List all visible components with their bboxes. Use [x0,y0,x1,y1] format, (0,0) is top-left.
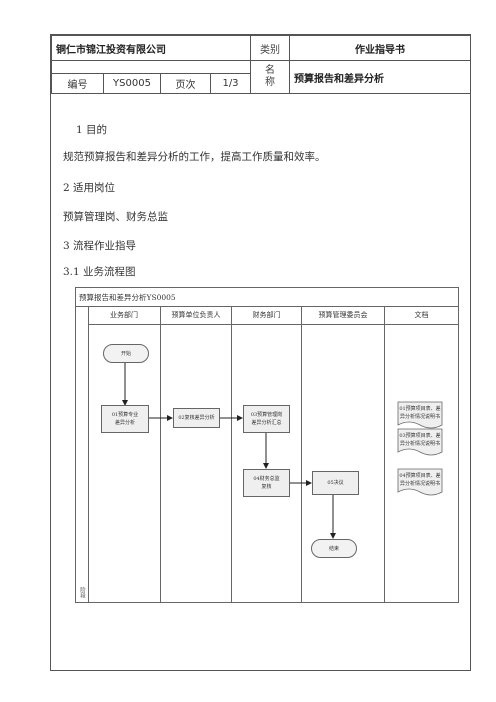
lane-header: 业务部门 [88,307,160,325]
name-label-text: 名 称 [265,65,275,88]
section-3-heading: 3 流程作业指导 [63,240,137,252]
company-name: 铜仁市锦江投资有限公司 [51,35,251,61]
document-page: 铜仁市锦江投资有限公司 类别 作业指导书 名 称 预算报告和差异分析 编号 YS… [50,34,471,671]
document-shape-1 [397,401,443,429]
code-label: 编号 [51,73,104,94]
lane-documents: 文档 [385,307,458,602]
lane-header: 预算单位负责人 [161,307,231,325]
category-label: 类别 [250,35,290,61]
process-05: 05决议 [312,471,359,495]
phase-label: 阶段 [79,587,85,598]
document-shape-2 [397,428,443,456]
document-header: 铜仁市锦江投资有限公司 类别 作业指导书 名 称 预算报告和差异分析 编号 YS… [51,35,471,94]
section-1-heading: 1 目的 [76,124,108,136]
section-2-text: 预算管理岗、财务总监 [63,211,168,223]
lane-budget-committee: 预算管理委员会 [302,307,385,602]
process-04: 04财务总监 复核 [243,469,290,497]
category-value: 作业指导书 [289,35,471,61]
page-value: 1/3 [210,73,251,94]
name-label: 名 称 [250,60,290,94]
process-02: 02复核差异分析 [173,408,220,428]
page-label: 页次 [160,73,211,94]
lane-header: 预算管理委员会 [302,307,384,325]
document-shape-3 [397,468,443,496]
flowchart-title: 预算报告和差异分析YS0005 [76,288,458,307]
flowchart: 预算报告和差异分析YS0005 阶段 业务部门 预算单位负责人 财务部门 预算管… [75,287,459,603]
lane-budget-unit-head: 预算单位负责人 [161,307,232,602]
document-name: 预算报告和差异分析 [289,60,471,94]
phase-column: 阶段 [76,307,89,602]
process-03: 03预算管理岗 差异分析汇总 [243,405,290,433]
start-node: 开始 [103,344,149,363]
code-value: YS0005 [103,73,161,94]
process-01: 01预算专业 差异分析 [101,405,149,433]
end-node: 结束 [311,539,357,558]
lane-business-dept: 业务部门 [88,307,161,602]
document-3-label: 04预算项目表、差 异分析情况说明书 [399,473,441,487]
lane-header: 财务部门 [232,307,301,325]
lane-finance-dept: 财务部门 [232,307,302,602]
section-1-text: 规范预算报告和差异分析的工作，提高工作质量和效率。 [63,151,326,163]
document-shapes [397,401,443,496]
section-3-1-heading: 3.1 业务流程图 [63,266,136,278]
document-2-label: 03预算项目表、差 异分析情况说明书 [399,433,441,447]
lane-header: 文档 [385,307,458,325]
section-2-heading: 2 适用岗位 [63,182,116,194]
document-1-label: 01预算项目表、差 异分析情况说明书 [399,406,441,420]
flow-arrows [122,363,336,539]
